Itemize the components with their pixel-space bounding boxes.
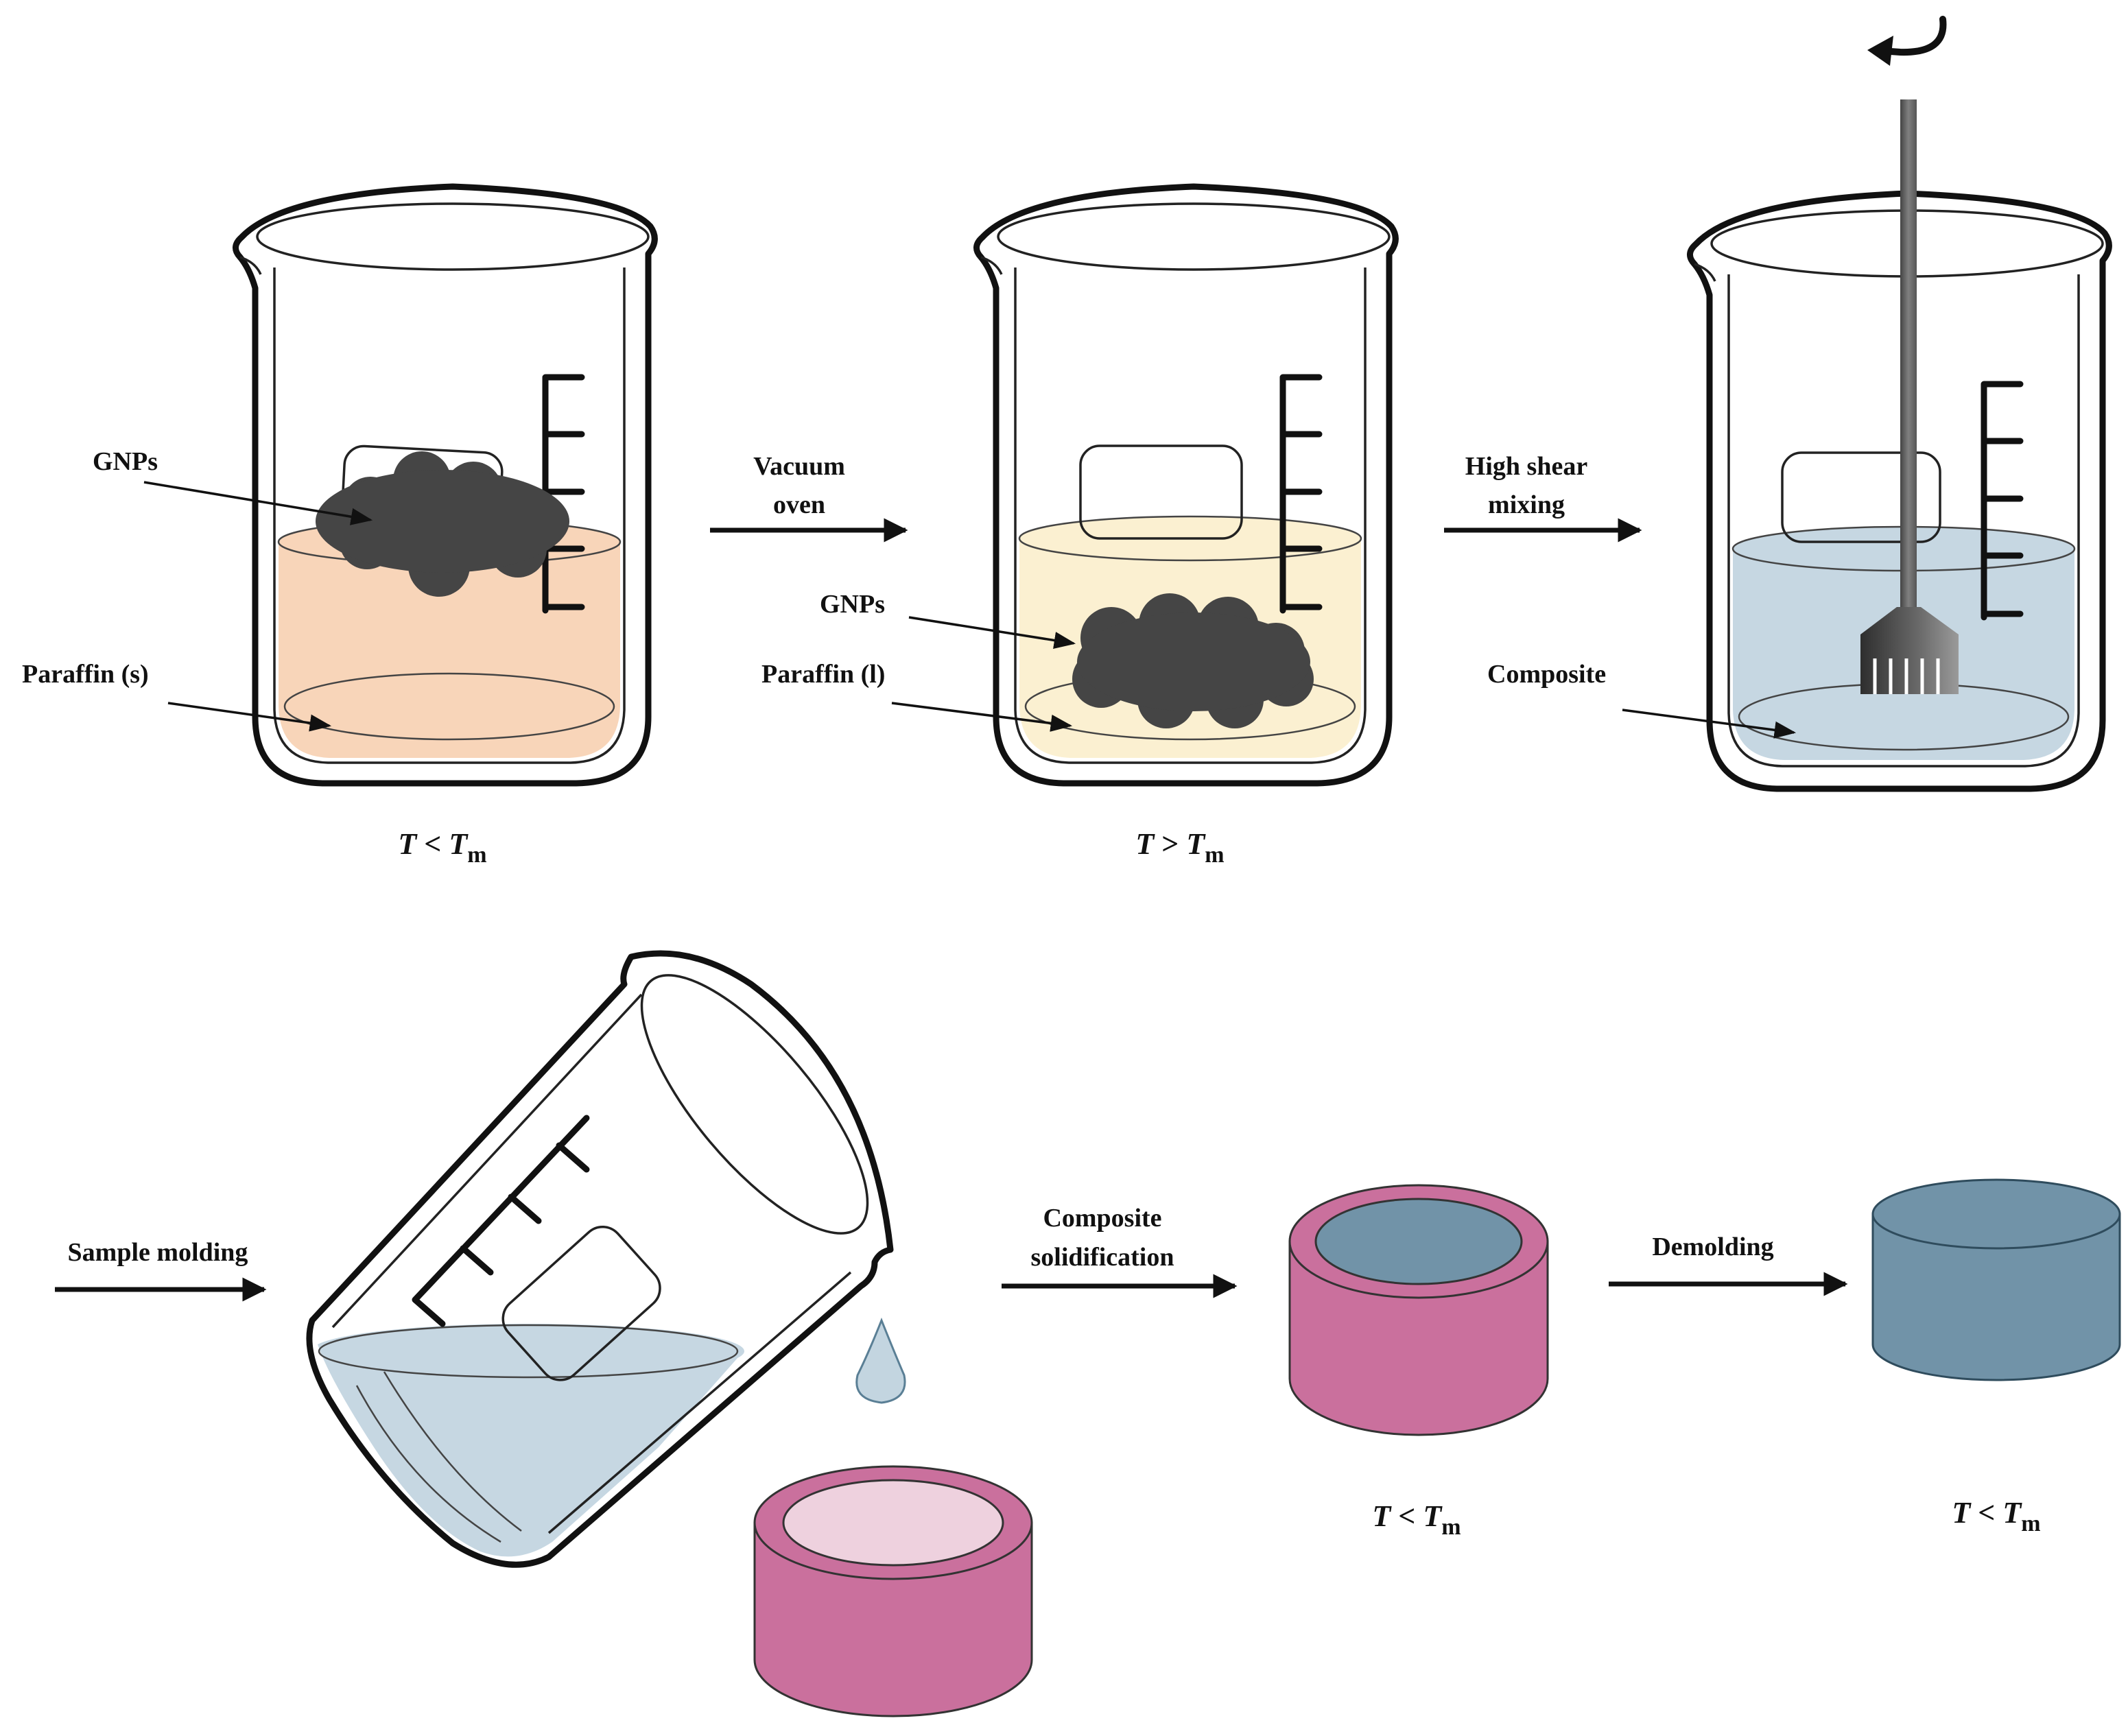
arrow-label: Sample molding xyxy=(68,1238,248,1267)
composite-liquid xyxy=(318,1323,744,1557)
arrow-high-shear-mixing: High shear mixing xyxy=(1444,452,1642,543)
arrow-demolding: Demolding xyxy=(1609,1233,1848,1296)
pouring-beaker xyxy=(306,950,906,1568)
arrow-sample-molding: Sample molding xyxy=(55,1238,267,1302)
mold-empty xyxy=(753,1465,1033,1717)
mold-filled xyxy=(1288,1184,1549,1436)
arrow-vacuum-oven: Vacuum oven xyxy=(710,452,908,543)
stirrer-icon xyxy=(1860,99,1959,694)
arrow-label: solidification xyxy=(1030,1243,1174,1272)
beaker-3 xyxy=(1687,16,2112,792)
label-paraffin-liquid: Paraffin (l) xyxy=(761,660,885,689)
graduation-scale xyxy=(1279,374,1323,614)
temperature-label-1: T < Tm xyxy=(398,827,486,868)
arrow-composite-solidification: Composite solidification xyxy=(1002,1204,1238,1298)
droplet-icon xyxy=(855,1317,906,1404)
temperature-label-2: T > Tm xyxy=(1135,827,1224,868)
pointer-lines xyxy=(143,481,1797,739)
graduation-scale xyxy=(412,1115,590,1327)
arrow-label: oven xyxy=(773,490,825,519)
arrow-label: mixing xyxy=(1488,490,1565,519)
arrow-label: High shear xyxy=(1465,452,1588,481)
arrow-label: Demolding xyxy=(1652,1233,1773,1261)
beaker-1 xyxy=(233,183,658,787)
label-gnps-1: GNPs xyxy=(93,447,158,476)
curved-arrow-icon xyxy=(1867,16,1947,66)
paraffin-solid xyxy=(279,520,620,758)
graduation-scale xyxy=(1981,381,2024,621)
demolded-sample xyxy=(1871,1178,2121,1381)
beaker-2 xyxy=(973,183,1399,787)
gnp-cluster xyxy=(1072,593,1314,728)
temperature-label-3: T < Tm xyxy=(1372,1499,1461,1540)
gnp-cluster xyxy=(316,451,569,597)
temperature-label-4: T < Tm xyxy=(1952,1496,2040,1536)
label-gnps-2: GNPs xyxy=(820,590,885,619)
arrow-label: Composite xyxy=(1043,1204,1161,1233)
arrow-label: Vacuum xyxy=(753,452,845,481)
label-composite: Composite xyxy=(1487,660,1606,689)
label-paraffin-solid: Paraffin (s) xyxy=(22,660,149,689)
